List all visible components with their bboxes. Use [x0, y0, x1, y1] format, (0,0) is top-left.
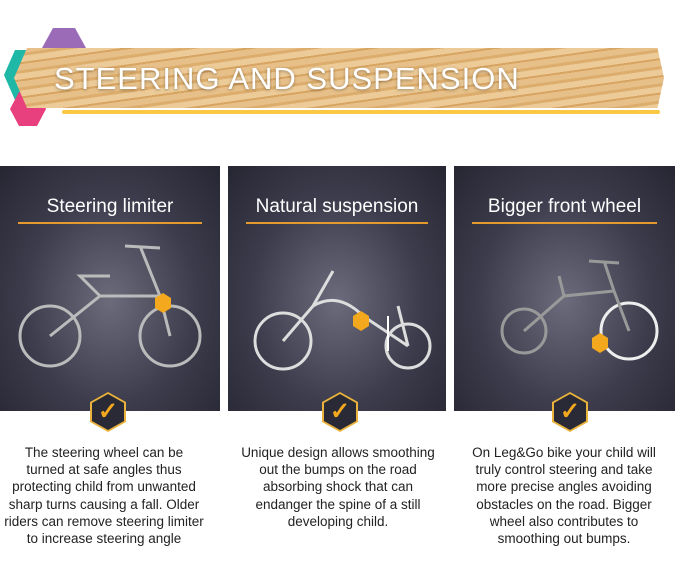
title-underline [18, 222, 202, 224]
feature-description: Unique design allows smoothing out the b… [241, 445, 435, 529]
bike-image [253, 270, 432, 371]
title-underline [246, 222, 428, 224]
page-title: STEERING AND SUSPENSION [54, 61, 520, 96]
title-underline [472, 222, 657, 224]
feature-description: The steering wheel can be turned at safe… [4, 445, 204, 547]
title-banner: STEERING AND SUSPENSION [14, 48, 664, 108]
feature-panel-steering: Steering limiter [0, 166, 220, 411]
feature-title: Natural suspension [255, 196, 419, 217]
feature-description: On Leg&Go bike your child will truly con… [472, 445, 656, 547]
feature-title: Bigger front wheel [487, 196, 642, 217]
feature-panel-front-wheel: Bigger front wheel [454, 166, 675, 411]
bike-image [18, 244, 202, 368]
bike-image [500, 259, 659, 361]
feature-panel-suspension: Natural suspension [228, 166, 446, 411]
divider-line [62, 110, 660, 114]
feature-title: Steering limiter [46, 196, 174, 217]
